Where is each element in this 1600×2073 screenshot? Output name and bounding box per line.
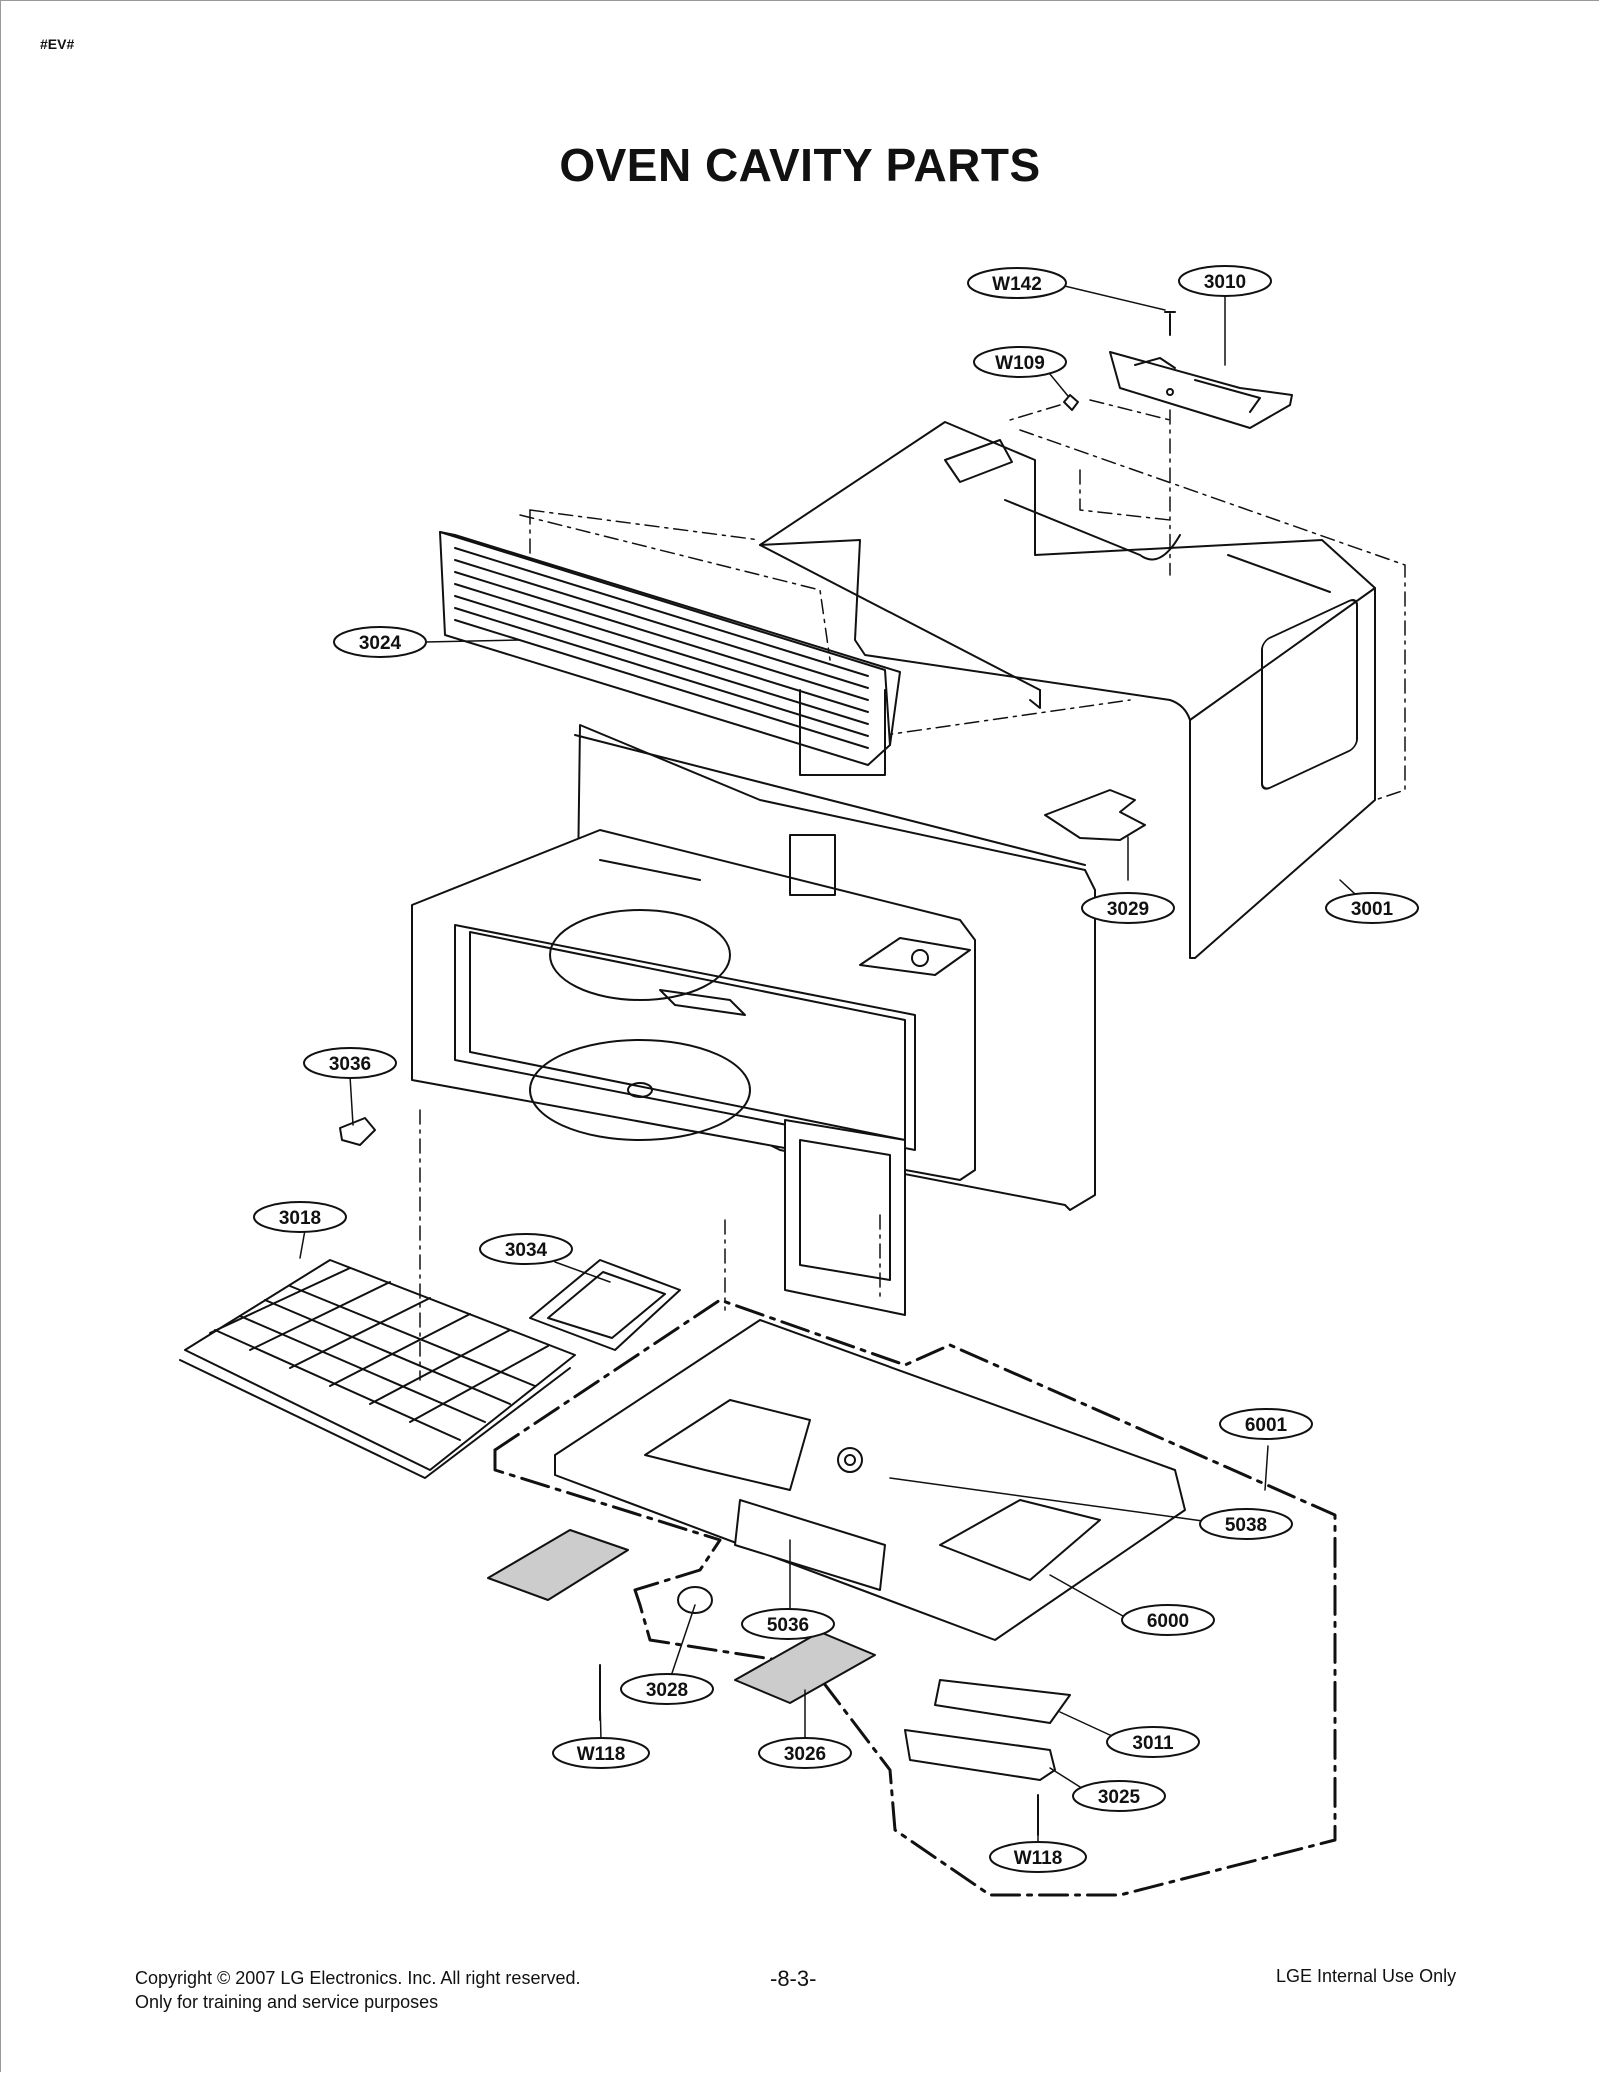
cover-inner bbox=[547, 1271, 666, 1339]
corner-tag: #EV# bbox=[40, 36, 75, 52]
waveguide-cover bbox=[529, 1259, 681, 1351]
latch-3036 bbox=[339, 1117, 376, 1146]
callout-6001: 6001 bbox=[1219, 1408, 1313, 1440]
svg-text:3029: 3029 bbox=[1107, 899, 1149, 920]
bracket-mount-lines bbox=[1009, 404, 1171, 576]
svg-text:3024: 3024 bbox=[359, 633, 402, 654]
grease-filter-3026 bbox=[734, 1631, 876, 1704]
callout-6000: 6000 bbox=[1121, 1604, 1215, 1636]
base-plate-part bbox=[554, 1319, 1186, 1641]
svg-text:3028: 3028 bbox=[646, 1680, 688, 1701]
svg-text:W118: W118 bbox=[577, 1744, 626, 1765]
svg-text:6001: 6001 bbox=[1245, 1415, 1288, 1436]
cavity-mount-lines bbox=[419, 1109, 881, 1381]
grease-filter-left bbox=[487, 1529, 629, 1601]
callout-3024: 3024 bbox=[333, 626, 427, 658]
callout-5036: 5036 bbox=[741, 1608, 835, 1640]
page-title: OVEN CAVITY PARTS bbox=[559, 139, 1041, 191]
callout-3028: 3028 bbox=[620, 1673, 714, 1705]
callout-5038: 5038 bbox=[1199, 1508, 1293, 1540]
lamp-cover-3025 bbox=[904, 1729, 1056, 1781]
callout-3011: 3011 bbox=[1106, 1726, 1200, 1758]
callout-w109: W109 bbox=[973, 346, 1067, 378]
lens-3011 bbox=[934, 1679, 1071, 1724]
callout-3026: 3026 bbox=[758, 1737, 852, 1769]
callout-3029: 3029 bbox=[1081, 892, 1175, 924]
vent-grille-part bbox=[439, 531, 901, 776]
lamp-3028 bbox=[677, 1586, 713, 1614]
svg-text:5036: 5036 bbox=[767, 1615, 809, 1636]
callout-w118-right: W118 bbox=[989, 1841, 1087, 1873]
bracket-3029 bbox=[1044, 789, 1146, 841]
w109-screw bbox=[1063, 394, 1079, 411]
training-note: Only for training and service purposes bbox=[135, 1992, 439, 2012]
svg-text:3036: 3036 bbox=[329, 1054, 371, 1075]
case-mounting-lines bbox=[529, 399, 1406, 801]
control-bracket-part bbox=[1109, 311, 1293, 429]
svg-text:W142: W142 bbox=[992, 274, 1042, 295]
internal-use-note: LGE Internal Use Only bbox=[1276, 1966, 1457, 1986]
base-plate-outline-left bbox=[493, 1448, 722, 1592]
callout-3034: 3034 bbox=[479, 1233, 573, 1265]
svg-text:3034: 3034 bbox=[505, 1240, 548, 1261]
page-number: -8-3- bbox=[770, 1966, 817, 1991]
svg-text:W109: W109 bbox=[995, 353, 1045, 374]
cooking-rack-part bbox=[179, 1259, 576, 1479]
footer-copyright: Copyright © 2007 LG Electronics. Inc. Al… bbox=[135, 1966, 580, 2014]
svg-text:3026: 3026 bbox=[784, 1744, 826, 1765]
oven-cavity-part bbox=[411, 724, 1096, 1316]
svg-text:3010: 3010 bbox=[1204, 272, 1246, 293]
callout-3025: 3025 bbox=[1072, 1780, 1166, 1812]
svg-text:W118: W118 bbox=[1014, 1848, 1063, 1869]
svg-text:5038: 5038 bbox=[1225, 1515, 1267, 1536]
callout-3018: 3018 bbox=[253, 1201, 347, 1233]
svg-text:3018: 3018 bbox=[279, 1208, 321, 1229]
callout-3036: 3036 bbox=[303, 1047, 397, 1079]
outer-case-part bbox=[759, 421, 1376, 959]
callout-w142: W142 bbox=[967, 267, 1067, 299]
svg-text:3011: 3011 bbox=[1132, 1733, 1174, 1754]
svg-text:3001: 3001 bbox=[1351, 899, 1394, 920]
svg-text:6000: 6000 bbox=[1147, 1611, 1189, 1632]
callout-w118-left: W118 bbox=[552, 1737, 650, 1769]
base-plate-outline bbox=[493, 1298, 1337, 1897]
grille-mount-lines bbox=[519, 514, 831, 661]
copyright-text: Copyright © 2007 LG Electronics. Inc. Al… bbox=[135, 1968, 581, 1988]
svg-text:3025: 3025 bbox=[1098, 1787, 1141, 1808]
callout-3010: 3010 bbox=[1178, 265, 1272, 297]
callout-3001: 3001 bbox=[1325, 892, 1419, 924]
